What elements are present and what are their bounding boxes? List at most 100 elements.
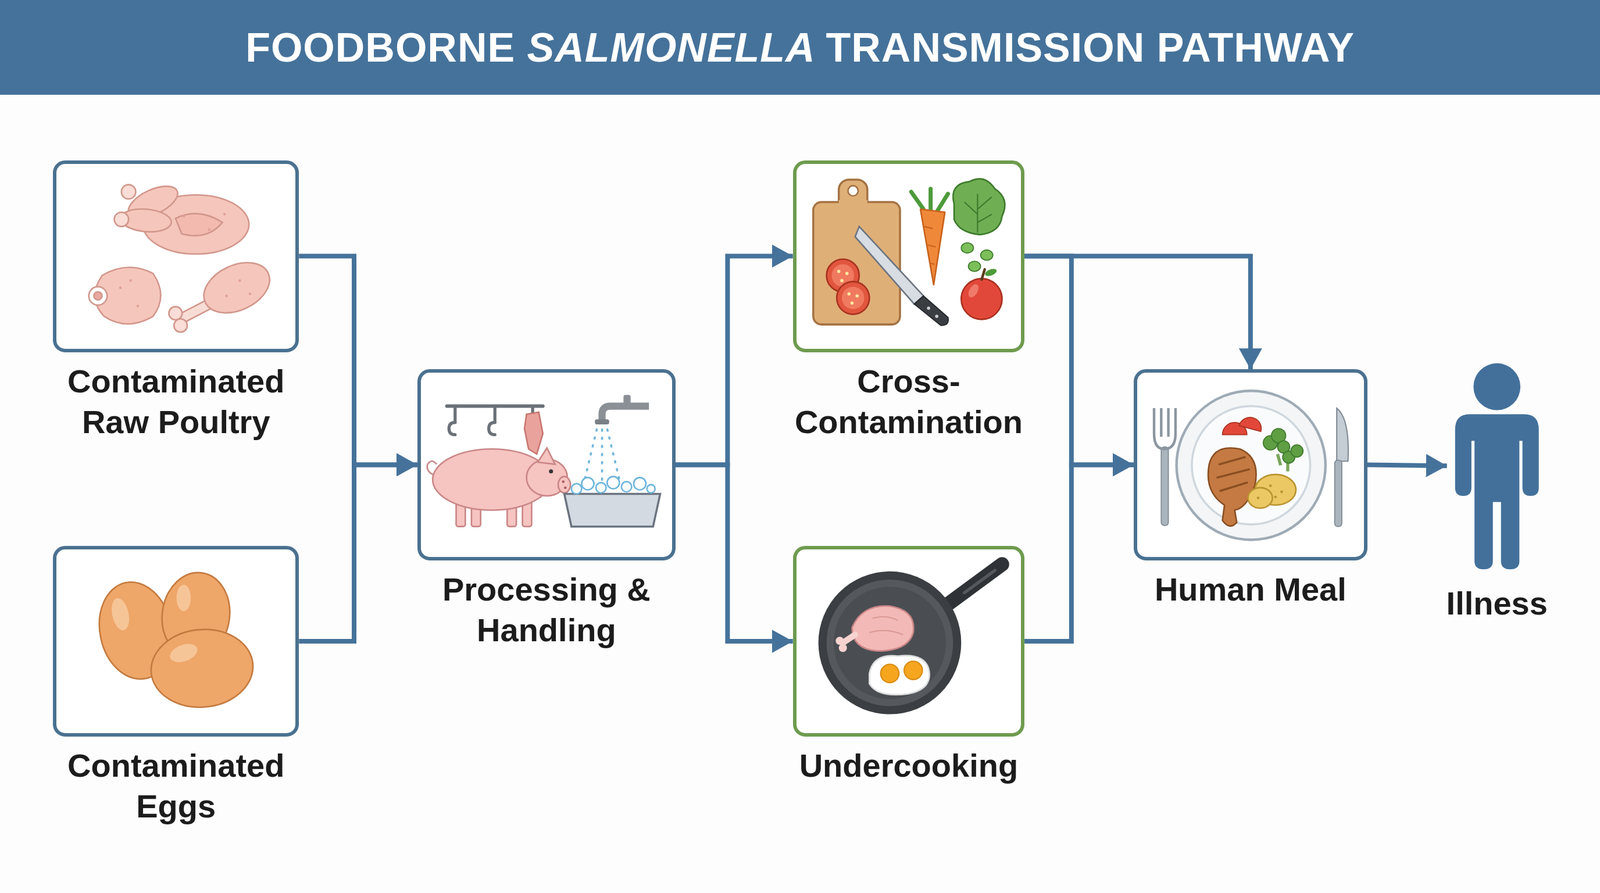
frying-pan-icon-part [818,571,962,715]
pig-icon-part [471,495,481,527]
cutting-board-icon-part [838,200,868,207]
flow-arrow [1024,256,1251,370]
meal-plate-icon-part-part [1290,444,1303,457]
node-caption: Cross-Contamination [770,361,1047,443]
cutting-board-icon-part [841,286,865,310]
knife-icon-part [934,314,939,319]
knife-icon-part [914,295,949,326]
raw-poultry-icon [88,179,278,332]
process-box: Undercooking [793,545,1025,737]
node-label: Contaminated Raw Poultry [38,361,314,443]
eggs-icon [90,568,257,712]
sink-icon-part-part [595,482,607,494]
cutting-board-icon-part-part [845,272,849,276]
meat-hook-rail [447,406,544,455]
process-box: Human Meal [1133,369,1368,560]
raw-poultry-icon-part [143,194,250,255]
process-box: Cross-Contamination [793,160,1025,353]
meal-plate-icon-part [1336,408,1349,462]
sink-icon-part [594,419,610,425]
process-box: Contaminated Eggs [52,545,299,737]
raw-poultry-icon-part [195,252,278,323]
pig-icon-part [526,459,568,496]
cutting-board-icon-part [837,269,859,305]
meal-plate-icon-part [1161,408,1169,437]
frying-pan-icon-part [904,661,923,680]
frying-pan-icon-part [833,586,946,699]
vegetables-icon-part [981,269,985,280]
node-label: Undercooking [770,745,1047,787]
sink-icon-part [623,394,631,406]
cutting-board-icon-part [836,281,870,314]
flow-arrow [298,256,418,466]
meal-plate-icon-part-part [1263,435,1278,450]
eggs-icon-part [90,575,181,686]
flow-arrow [1024,256,1134,466]
raw-poultry-icon-part [181,304,209,319]
node-caption: Human Meal [1112,569,1389,610]
node-caption: Contaminated Raw Poultry [38,361,314,443]
title-word: SALMONELLA [527,25,827,71]
meat-hook-rail-part [488,422,496,435]
sink-icon-part-part [606,428,620,480]
cutting-board-icon-part-part [847,292,851,296]
meal-plate-icon-part-part [1274,495,1278,499]
meal-plate-icon-part [1222,422,1248,435]
sink-icon-part [602,406,650,421]
sink-icon-part-part [621,481,632,492]
frying-pan-icon-part [852,605,914,652]
raw-poultry-icon-part [114,212,130,227]
vegetables-icon-part [911,188,948,211]
cutting-board-icon-part-part [850,301,855,305]
vegetables-icon [911,179,1005,320]
frying-pan-icon-part [964,570,996,594]
vegetables-icon-part [980,250,994,261]
meal-plate-icon-part [1255,474,1296,506]
meal-plate-icon-part [1161,447,1169,526]
raw-poultry-icon-part [94,267,161,324]
eggs-icon-part [109,596,132,632]
node-label: Processing & Handling [408,569,685,651]
diagram-title: FOODBORNE SALMONELLA TRANSMISSION PATHWA… [245,24,1355,71]
raw-poultry-icon-part [119,212,252,308]
raw-poultry-icon-part-part [238,279,242,282]
meat-hook-rail-part [524,412,544,455]
raw-poultry-icon-part-part [136,304,140,308]
process-box: Processing & Handling [417,369,676,560]
pig-icon [427,447,571,527]
meal-plate-icon-part [1176,390,1326,540]
pig-icon-part [506,495,517,527]
eggs-icon-part [147,625,256,712]
raw-poultry-icon-part-part [208,228,212,232]
vegetables-icon-part [924,226,936,265]
meal-plate-icon-part [1238,414,1264,432]
frying-pan-icon-part [869,655,930,695]
cutting-board-icon-part [847,185,859,196]
vegetables-icon-part [968,261,981,272]
cutting-board-icon-part [826,259,860,292]
node-caption: Illness [1394,583,1599,624]
raw-poultry-icon-part [168,306,182,320]
pig-icon-part [456,495,466,527]
edge-group [298,256,1448,642]
meal-plate-icon-part-part [1280,490,1284,494]
person-icon-part [1473,363,1521,411]
knife-icon [855,226,949,326]
meat-hook-rail-part [447,404,544,408]
frying-pan-icon-part [880,664,900,684]
meal-plate-icon-part-part [1277,440,1290,453]
pig-icon-part [563,486,567,490]
flow-arrow [675,256,794,466]
meat-hook-rail-part [531,406,535,419]
vegetables-icon-part [984,267,998,278]
meal-plate-icon-part [1334,460,1342,527]
raw-poultry-icon-part [123,179,183,225]
sink-icon-part-part [647,484,656,494]
frying-pan-icon-part [835,636,844,645]
cutting-board-icon [813,179,900,325]
meal-plate-icon-part [1208,447,1256,526]
vegetables-icon-part [964,193,992,233]
frying-pan-icon [818,564,1003,715]
raw-poultry-icon-part [175,213,223,236]
pig-icon-part [558,476,571,494]
